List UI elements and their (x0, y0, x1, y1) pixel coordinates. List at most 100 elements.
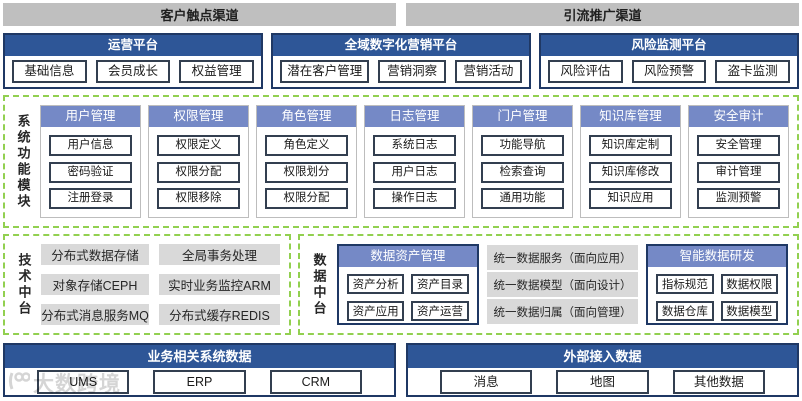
channel-row: 客户触点渠道 引流推广渠道 (3, 3, 799, 26)
unified-data-services: 统一数据服务（面向应用） 统一数据模型（面向设计） 统一数据归属（面向管理） (486, 244, 639, 325)
module-item: 知识库定制 (589, 135, 672, 157)
tech-platform-label: 技术中台 (16, 252, 32, 317)
module-title: 权限管理 (149, 106, 248, 127)
module-item: 知识库修改 (589, 161, 672, 183)
module-log-mgmt: 日志管理 系统日志 用户日志 操作日志 (364, 105, 465, 218)
module-title: 角色管理 (257, 106, 356, 127)
module-title: 日志管理 (365, 106, 464, 127)
platform-title: 运营平台 (5, 35, 261, 56)
service-item: 统一数据服务（面向应用） (486, 245, 639, 270)
service-item: 统一数据模型（面向设计） (486, 272, 639, 297)
tech-item: 分布式消息服务MQ (41, 304, 150, 325)
module-item: 功能导航 (481, 135, 564, 157)
module-items: 权限定义 权限分配 权限移除 (149, 127, 248, 217)
data-asset-item: 资产应用 (347, 301, 405, 321)
module-knowledge-mgmt: 知识库管理 知识库定制 知识库修改 知识应用 (580, 105, 681, 218)
platform-item: 潜在客户管理 (280, 60, 370, 83)
data-source-item: ERP (153, 369, 246, 394)
module-item: 知识应用 (589, 187, 672, 209)
module-item: 权限移除 (157, 187, 240, 209)
panel-title: 业务相关系统数据 (5, 345, 394, 368)
module-title: 门户管理 (473, 106, 572, 127)
data-asset-mgmt-title: 数据资产管理 (339, 246, 477, 267)
platform-items: 风险评估 风险预警 盗卡监测 (541, 56, 797, 87)
tech-item: 全局事务处理 (159, 244, 280, 265)
tech-item: 对象存储CEPH (41, 274, 150, 295)
module-item: 安全管理 (697, 135, 780, 157)
module-item: 密码验证 (49, 161, 132, 183)
platform-item: 风险评估 (548, 60, 623, 83)
module-items: 角色定义 权限划分 权限分配 (257, 127, 356, 217)
smart-data-dev: 智能数据研发 指标规范 数据权限 数据仓库 数据模型 (646, 244, 788, 325)
data-source-item: 消息 (440, 369, 533, 394)
module-title: 用户管理 (41, 106, 140, 127)
module-items: 功能导航 检索查询 通用功能 (473, 127, 572, 217)
smart-dev-item: 数据模型 (720, 301, 778, 321)
channel-customer-touchpoints: 客户触点渠道 (3, 3, 396, 26)
platform-item: 营销洞察 (378, 60, 446, 83)
smart-data-dev-title: 智能数据研发 (648, 246, 786, 267)
data-middle-platform: 数据中台 数据资产管理 资产分析 资产目录 资产应用 资产运营 统一数据服务（面… (298, 234, 799, 335)
platform-item: 基础信息 (12, 60, 87, 83)
module-items: 知识库定制 知识库修改 知识应用 (581, 127, 680, 217)
data-platform-label: 数据中台 (311, 252, 327, 317)
module-items: 用户信息 密码验证 注册登录 (41, 127, 140, 217)
system-modules-label: 系统功能模块 (15, 113, 31, 210)
platform-item: 风险预警 (631, 60, 707, 83)
platform-item: 权益管理 (179, 60, 255, 83)
platform-item: 营销活动 (454, 60, 522, 83)
tech-item: 分布式数据存储 (41, 244, 150, 265)
smart-data-dev-items: 指标规范 数据权限 数据仓库 数据模型 (648, 267, 786, 328)
data-source-item: CRM (269, 369, 362, 394)
module-item: 权限划分 (265, 161, 348, 183)
module-item: 权限分配 (265, 187, 348, 209)
module-title: 知识库管理 (581, 106, 680, 127)
smart-dev-item: 数据权限 (720, 274, 778, 294)
module-item: 操作日志 (373, 187, 456, 209)
module-item: 审计管理 (697, 161, 780, 183)
module-security-audit: 安全审计 安全管理 审计管理 监测预警 (688, 105, 789, 218)
channel-traffic-promotion: 引流推广渠道 (406, 3, 799, 26)
platform-item: 盗卡监测 (715, 60, 791, 83)
module-item: 监测预警 (697, 187, 780, 209)
tech-platform-items: 分布式数据存储 全局事务处理 对象存储CEPH 实时业务监控ARM 分布式消息服… (41, 244, 280, 325)
platform-title: 风险监测平台 (541, 35, 797, 56)
platform-items: 潜在客户管理 营销洞察 营销活动 (273, 56, 529, 87)
data-source-item: UMS (37, 369, 130, 394)
smart-dev-item: 数据仓库 (656, 301, 714, 321)
data-asset-item: 资产分析 (347, 274, 405, 294)
module-items: 安全管理 审计管理 监测预警 (689, 127, 788, 217)
panel-items: UMS ERP CRM (5, 368, 394, 395)
panel-title: 外部接入数据 (408, 345, 797, 368)
data-asset-mgmt-items: 资产分析 资产目录 资产应用 资产运营 (339, 267, 477, 328)
external-access-data-panel: 外部接入数据 消息 地图 其他数据 (406, 343, 799, 397)
data-source-item: 地图 (556, 369, 649, 394)
module-permission-mgmt: 权限管理 权限定义 权限分配 权限移除 (148, 105, 249, 218)
module-portal-mgmt: 门户管理 功能导航 检索查询 通用功能 (472, 105, 573, 218)
tech-item: 分布式缓存REDIS (159, 304, 280, 325)
service-item: 统一数据归属（面向管理） (486, 299, 639, 324)
module-item: 检索查询 (481, 161, 564, 183)
platform-operations: 运营平台 基础信息 会员成长 权益管理 (3, 33, 263, 89)
platform-items: 基础信息 会员成长 权益管理 (5, 56, 261, 87)
tech-item: 实时业务监控ARM (159, 274, 280, 295)
bottom-data-row: 业务相关系统数据 UMS ERP CRM 外部接入数据 消息 地图 其他数据 (3, 343, 799, 397)
module-item: 通用功能 (481, 187, 564, 209)
data-asset-mgmt: 数据资产管理 资产分析 资产目录 资产应用 资产运营 (337, 244, 479, 325)
platform-risk-monitoring: 风险监测平台 风险评估 风险预警 盗卡监测 (539, 33, 799, 89)
module-item: 角色定义 (265, 135, 348, 157)
module-item: 权限分配 (157, 161, 240, 183)
module-item: 用户日志 (373, 161, 456, 183)
module-item: 系统日志 (373, 135, 456, 157)
platform-item: 会员成长 (95, 60, 171, 83)
platform-digital-marketing: 全域数字化营销平台 潜在客户管理 营销洞察 营销活动 (271, 33, 531, 89)
data-asset-item: 资产运营 (411, 301, 469, 321)
business-system-data-panel: 业务相关系统数据 UMS ERP CRM (3, 343, 396, 397)
module-items: 系统日志 用户日志 操作日志 (365, 127, 464, 217)
module-item: 用户信息 (49, 135, 132, 157)
module-item: 注册登录 (49, 187, 132, 209)
module-item: 权限定义 (157, 135, 240, 157)
tech-middle-platform: 技术中台 分布式数据存储 全局事务处理 对象存储CEPH 实时业务监控ARM 分… (3, 234, 291, 335)
module-user-mgmt: 用户管理 用户信息 密码验证 注册登录 (40, 105, 141, 218)
